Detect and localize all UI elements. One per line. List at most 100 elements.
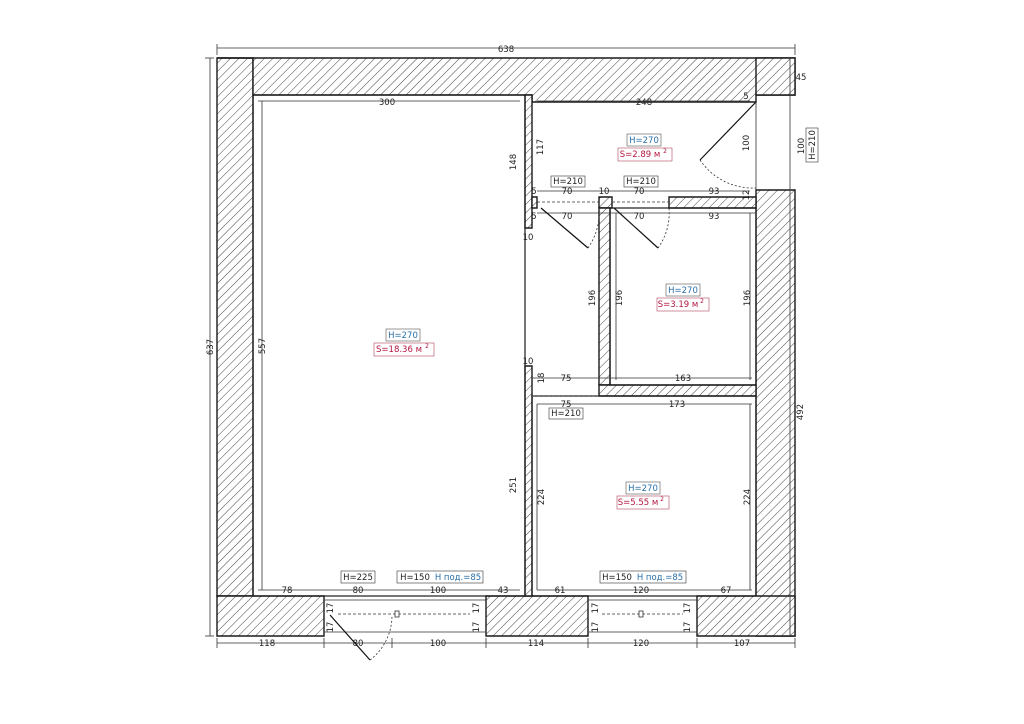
- dim-corridor-93a: 93: [709, 187, 720, 197]
- sill-labels: 17 17 17 17 17 17 17 17: [326, 603, 693, 633]
- dim-main-bottom-left: 78: [282, 586, 293, 596]
- svg-text:17: 17: [591, 603, 601, 614]
- dim-kitchen-wall: 251: [509, 477, 519, 493]
- svg-text:2: 2: [425, 343, 429, 350]
- outer-wall-bottom-mid: [485, 595, 589, 637]
- main-room-area: S=18.36 м: [376, 345, 422, 355]
- main-room-height: H=270: [388, 331, 418, 341]
- wall-bath-bottom: [598, 384, 757, 397]
- dim-corridor-5a: 5: [743, 92, 748, 102]
- dim-corridor-width: 248: [636, 98, 652, 108]
- dim-corridor-117: 117: [536, 139, 546, 155]
- svg-text:17: 17: [326, 622, 336, 633]
- dim-corridor-door: 100: [742, 135, 752, 151]
- kitchen-window: [588, 599, 697, 633]
- dim-main-bottom-right: 43: [498, 586, 509, 596]
- main-win-h2-box: [396, 570, 484, 584]
- corridor-label: H=270 S=2.89 м 2: [617, 133, 673, 162]
- kitchen-win-hpod: H под.=85: [637, 573, 683, 583]
- dim-corridor-70d: 70: [634, 212, 645, 222]
- dim-kitchen-75: 75: [561, 400, 572, 410]
- dim-bath-left-out: 196: [588, 290, 598, 306]
- wall-bath-left: [598, 207, 611, 386]
- door2-h: H=210: [626, 177, 656, 187]
- dim-kitchen-bottom-120: 120: [633, 586, 649, 596]
- dim-kitchen-bottom-67: 67: [721, 586, 732, 596]
- dim-bath-163: 163: [675, 374, 691, 384]
- dim-bottom-a: 118: [259, 639, 275, 649]
- dim-kitchen-left: 224: [537, 489, 547, 505]
- wall-main-corridor: [524, 94, 533, 229]
- door-1-swing: [540, 207, 600, 249]
- door1-h: H=210: [553, 177, 583, 187]
- door-2-swing: [613, 207, 670, 249]
- dim-bottom-c: 100: [430, 639, 446, 649]
- dim-main-bottom-mid: 100: [430, 586, 446, 596]
- dim-corridor-10c: 10: [599, 187, 610, 197]
- dim-right-door-h: H=210: [808, 130, 818, 160]
- wall-corridor-mid-stub: [598, 196, 613, 209]
- kitchen-door-h-box: [548, 407, 584, 420]
- dim-bath-left-in: 196: [615, 290, 625, 306]
- kitchen-label: H=270 S=5.55 м 2: [616, 481, 670, 510]
- dim-left-total: 637: [206, 339, 216, 355]
- main-win-h1-box: [340, 570, 376, 584]
- main-room-outline: [252, 94, 526, 597]
- kitchen-height: H=270: [628, 484, 658, 494]
- kitchen-win-box: [599, 570, 687, 584]
- dim-corridor-10: 10: [523, 233, 534, 243]
- main-win-hpod: H под.=85: [435, 573, 481, 583]
- door2-h-box: [623, 175, 659, 188]
- corridor-height: H=270: [629, 136, 659, 146]
- svg-text:2: 2: [700, 298, 704, 305]
- svg-text:17: 17: [591, 622, 601, 633]
- kitchen-door-h: H=210: [551, 409, 581, 419]
- outer-wall-left: [216, 57, 254, 597]
- bath-label: H=270 S=3.19 м 2: [656, 283, 710, 312]
- dim-corridor-12: 12: [742, 190, 752, 201]
- dim-right-door: 100: [797, 138, 807, 154]
- dim-bottom-b: 80: [353, 639, 364, 649]
- balcony-door: [329, 614, 393, 661]
- dim-main-width: 300: [379, 98, 395, 108]
- svg-text:17: 17: [472, 622, 482, 633]
- dim-bottom-f: 107: [734, 639, 750, 649]
- dim-bath-18: 18: [537, 373, 547, 384]
- svg-text:17: 17: [326, 603, 336, 614]
- outer-wall-right: [755, 189, 796, 637]
- corridor-area: S=2.89 м: [620, 150, 661, 160]
- svg-text:17: 17: [683, 603, 693, 614]
- entry-door: [699, 101, 757, 190]
- dim-main-height: 557: [258, 338, 268, 354]
- bath-area: S=3.19 м: [658, 300, 699, 310]
- dim-kitchen-right: 224: [743, 489, 753, 505]
- outer-wall-top-right: [755, 57, 796, 96]
- svg-text:17: 17: [683, 622, 693, 633]
- kitchen-area: S=5.55 м: [618, 498, 659, 508]
- dim-corridor-70b: 70: [634, 187, 645, 197]
- dim-bath-75: 75: [561, 374, 572, 384]
- wall-kitchen-left: [524, 365, 533, 597]
- dim-right-top: 45: [796, 73, 807, 83]
- dim-corridor-70a: 70: [562, 187, 573, 197]
- dim-right-lower: 492: [796, 404, 806, 420]
- dim-kitchen-bottom-61: 61: [555, 586, 566, 596]
- dim-top-total: 638: [498, 45, 514, 55]
- dim-corridor-148: 148: [509, 154, 519, 170]
- kitchen-outline: [531, 395, 757, 597]
- dim-main-bottom-window: 80: [353, 586, 364, 596]
- svg-text:2: 2: [663, 148, 667, 155]
- main-window: [324, 599, 486, 633]
- right-door-h-box: [805, 127, 819, 163]
- main-win-h1: H=225: [343, 573, 373, 583]
- svg-text:17: 17: [472, 603, 482, 614]
- main-win-h2: H=150: [400, 573, 430, 583]
- kitchen-win-h: H=150: [602, 573, 632, 583]
- dim-corridor-5d: 5: [531, 212, 536, 222]
- dim-corridor-70c: 70: [562, 212, 573, 222]
- door1-h-box: [550, 175, 586, 188]
- outer-wall-bottom-left: [216, 595, 325, 637]
- dim-corridor-93b: 93: [709, 212, 720, 222]
- dim-kitchen-173: 173: [669, 400, 685, 410]
